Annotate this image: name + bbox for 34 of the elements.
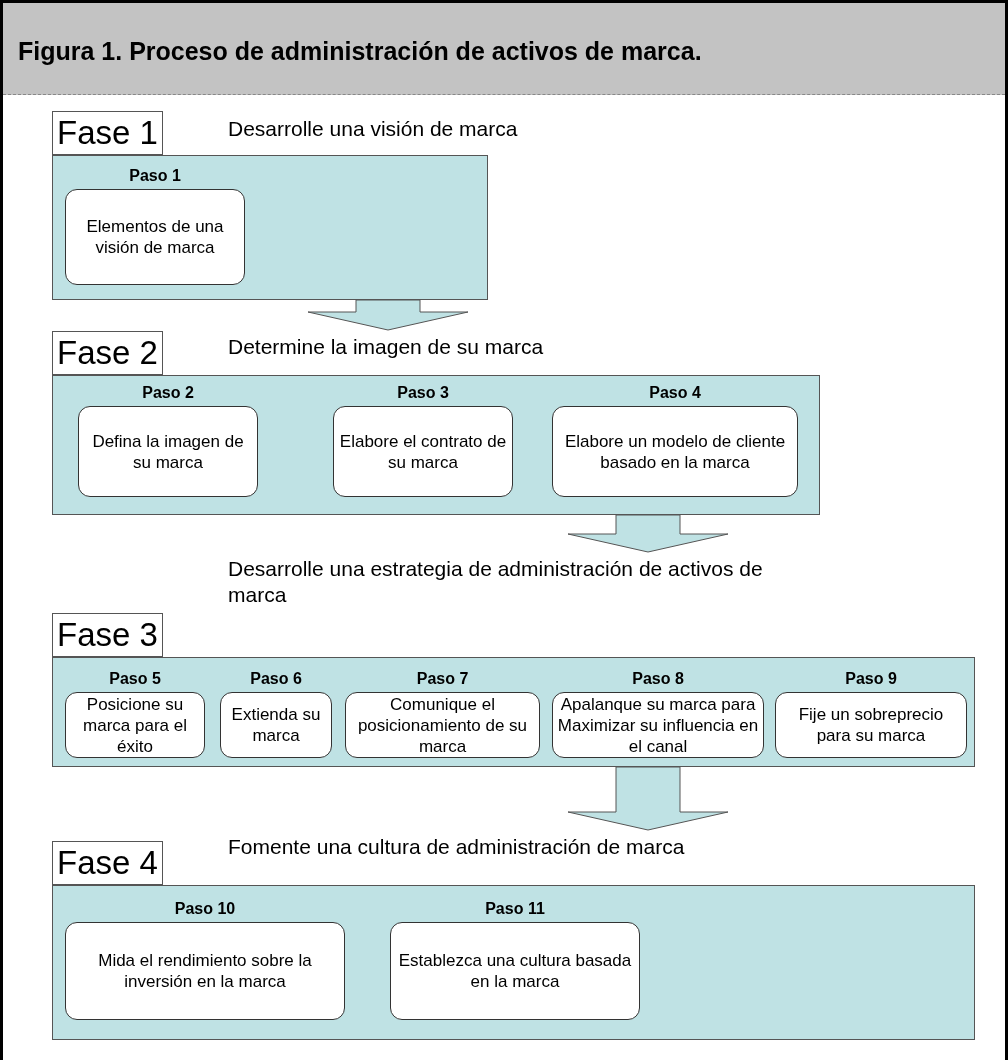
step-box: Mida el rendimiento sobre la inversión en la marca [65,922,345,1020]
step-box: Elabore un modelo de cliente basado en la marca [552,406,798,497]
step-label: Paso 1 [129,166,181,186]
step-box: Elementos de una visión de marca [65,189,245,285]
step-box: Establezca una cultura basada en la marca [390,922,640,1020]
step-box: Apalanque su marca para Maximizar su influencia en el canal [552,692,764,758]
phase-label: Fase 3 [52,613,163,657]
phase-label: Fase 2 [52,331,163,375]
step-label: Paso 11 [485,899,545,919]
phase-label: Fase 4 [52,841,163,885]
step-box: Extienda su marca [220,692,332,758]
step-box: Fije un sobreprecio para su marca [775,692,967,758]
step-label: Paso 4 [649,383,701,403]
step-label: Paso 8 [632,669,684,689]
figure-title: Figura 1. Proceso de administración de activos de marca. [18,36,702,66]
step-box: Comunique el posicionamiento de su marca [345,692,540,758]
step-label: Paso 3 [397,383,449,403]
block-arrow [567,766,729,831]
phase-label: Fase 1 [52,111,163,155]
step-label: Paso 2 [142,383,194,403]
step-label: Paso 5 [109,669,161,689]
step-box: Elabore el contrato de su marca [333,406,513,497]
step-label: Paso 6 [250,669,302,689]
step-box: Defina la imagen de su marca [78,406,258,497]
step-box: Posicione su marca para el éxito [65,692,205,758]
step-label: Paso 10 [174,899,236,919]
phase-heading: Fomente una cultura de administración de marca [228,834,686,860]
phase-heading: Desarrolle una visión de marca [228,116,519,142]
phase-heading: Determine la imagen de su marca [228,334,545,360]
block-arrow [307,299,469,331]
block-arrow [567,514,729,553]
phase-heading: Desarrolle una estrategia de administración de activos de marca [228,556,764,608]
step-label: Paso 9 [845,669,897,689]
step-label: Paso 7 [416,669,469,689]
